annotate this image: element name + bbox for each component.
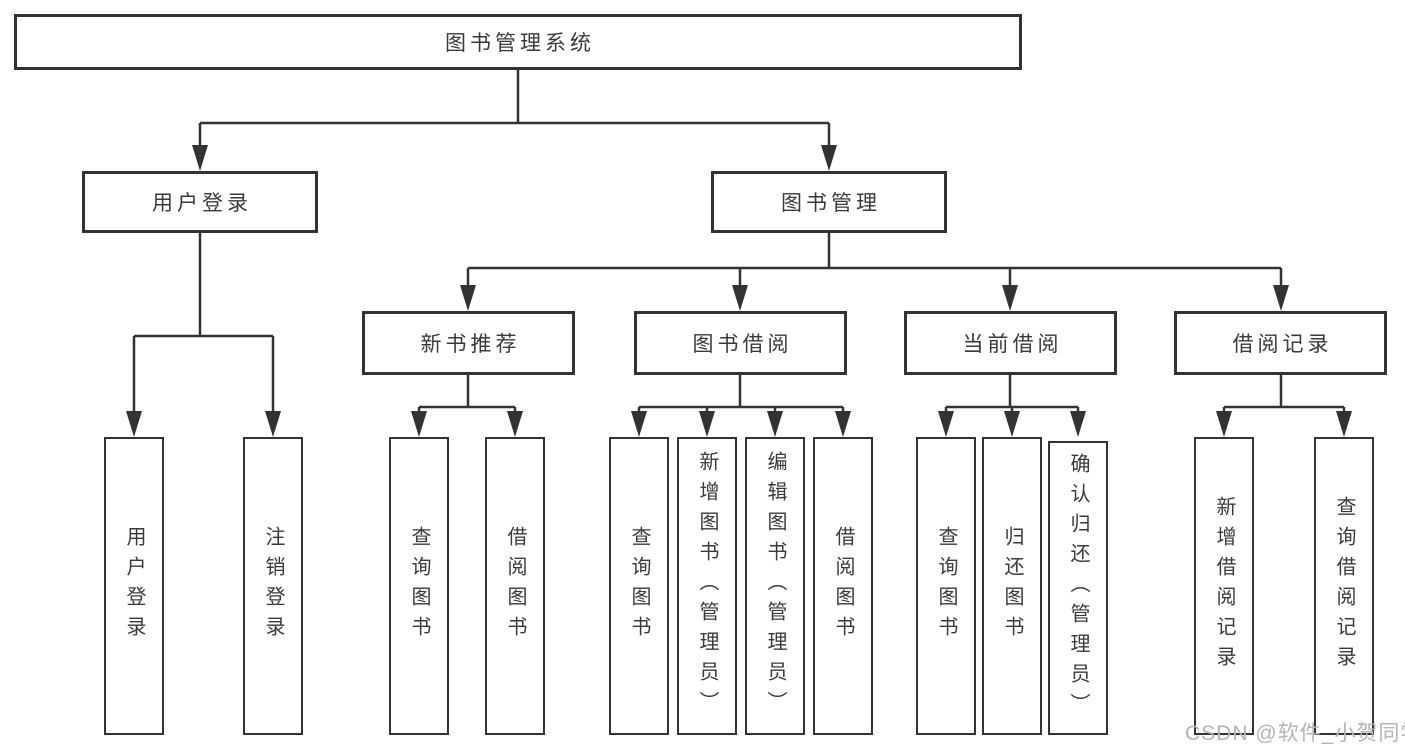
leaf-edit-book-admin: 编辑图书（管理员） — [745, 437, 805, 735]
node-current-borrow: 当前借阅 — [904, 311, 1117, 375]
connector-user-login — [126, 233, 281, 437]
leaf-borrow-books-1: 借阅图书 — [485, 437, 545, 735]
connector-new-book-recommend — [411, 375, 523, 437]
connector-borrow-records — [1216, 375, 1352, 437]
leaf-query-books-1: 查询图书 — [389, 437, 449, 735]
node-user-login: 用户登录 — [82, 171, 318, 233]
leaf-user-login: 用户登录 — [104, 437, 164, 735]
leaf-add-book-admin: 新增图书（管理员） — [677, 437, 737, 735]
node-book-management: 图书管理 — [711, 171, 947, 233]
leaf-confirm-return-admin: 确认归还（管理员） — [1048, 441, 1108, 735]
node-root: 图书管理系统 — [14, 14, 1022, 70]
node-borrow-records: 借阅记录 — [1174, 311, 1387, 375]
leaf-logout: 注销登录 — [243, 437, 303, 735]
node-new-book-recommend: 新书推荐 — [362, 311, 575, 375]
connector-root — [192, 70, 837, 171]
leaf-query-books-2: 查询图书 — [609, 437, 669, 735]
connector-book-borrow — [631, 375, 851, 437]
connector-current-borrow — [938, 375, 1086, 437]
watermark-text: CSDN @软件_小贺同学 — [1185, 722, 1405, 745]
leaf-borrow-books-2: 借阅图书 — [813, 437, 873, 735]
node-book-borrow: 图书借阅 — [634, 311, 847, 375]
connector-book-management — [460, 233, 1289, 311]
leaf-query-borrow-record: 查询借阅记录 — [1314, 437, 1374, 735]
leaf-query-books-3: 查询图书 — [916, 437, 976, 735]
leaf-add-borrow-record: 新增借阅记录 — [1194, 437, 1254, 735]
leaf-return-books: 归还图书 — [982, 437, 1042, 735]
